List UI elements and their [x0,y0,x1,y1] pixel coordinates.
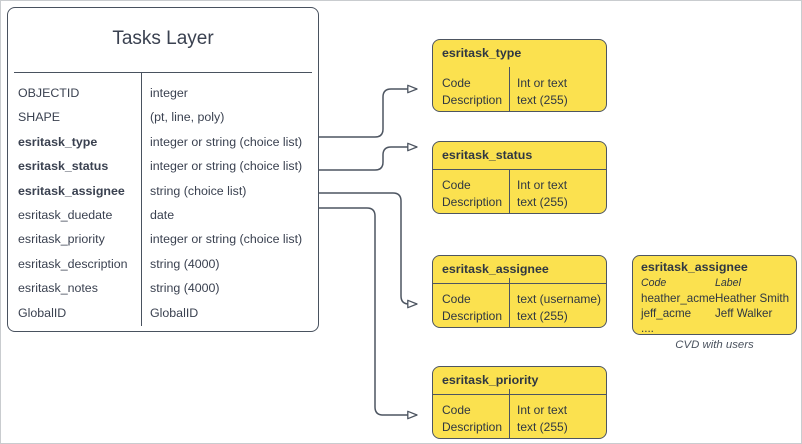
cvd-row: jeff_acme Jeff Walker [641,307,792,322]
domain-right-column: text (username) text (255) [517,292,602,323]
table-row: GlobalID GlobalID [8,306,318,330]
domain-column-divider [509,67,510,111]
cvd-col-header-label: Label [715,277,741,289]
domain-right-column: Int or text text (255) [517,178,568,209]
field-type: string (choice list) [150,183,247,198]
domain-right-column: Int or text text (255) [517,76,568,107]
domain-left-column: Code Description [442,76,503,107]
table-row: esritask_duedate date [8,208,318,232]
domain-title: esritask_priority [442,373,539,387]
cvd-row: .... [641,322,792,337]
field-name: esritask_type [18,134,98,149]
domain-right-column: Int or text text (255) [517,403,568,434]
field-type: string (4000) [150,256,220,271]
field-name: esritask_description [18,256,128,271]
domain-column-divider [509,278,510,327]
field-type: (pt, line, poly) [150,110,225,125]
domain-header-divider [433,283,606,284]
field-type: integer or string (choice list) [150,134,303,149]
domain-title: esritask_assignee [442,262,549,276]
page-title: Tasks Layer [112,28,214,49]
cvd-header-row: Code Label [641,277,792,292]
connector-type [319,84,418,138]
field-type: integer or string (choice list) [150,159,303,174]
cvd-caption: CVD with users [675,339,754,351]
field-name: esritask_notes [18,281,98,296]
table-row: esritask_type integer or string (choice l… [8,135,318,159]
field-name: esritask_duedate [18,207,113,222]
table-row: esritask_assignee string (choice list) [8,184,318,208]
domain-box-esritask-priority: esritask_priority Code Description Int o… [432,366,607,439]
field-type: string (4000) [150,281,220,296]
connector-assignee [319,192,418,309]
table-row: esritask_description string (4000) [8,257,318,281]
cvd-code: .... [641,322,654,335]
domain-left-column: Code Description [442,403,503,434]
field-type: GlobalID [150,305,199,320]
domain-box-esritask-type: esritask_type Code Description Int or te… [432,39,607,112]
cvd-col-header-code: Code [641,277,667,289]
table-row: OBJECTID integer [8,86,318,110]
field-type: integer [150,86,188,100]
field-type: date [150,207,175,222]
table-row: SHAPE (pt, line, poly) [8,110,318,134]
domain-title: esritask_type [442,46,522,60]
table-row: esritask_priority integer or string (choi… [8,232,318,256]
cvd-code: jeff_acme [641,307,692,320]
domain-header-divider [433,169,606,170]
cvd-code: heather_acme [641,292,716,305]
domain-box-esritask-assignee: esritask_assignee Code Description text … [432,255,607,328]
field-type: integer or string (choice list) [150,232,303,247]
domain-column-divider [509,169,510,213]
entity-column-divider [141,72,142,326]
field-name: esritask_assignee [18,183,125,198]
connector-priority [319,207,418,420]
field-name: esritask_status [18,159,109,174]
field-name: OBJECTID [18,86,80,100]
field-name: GlobalID [18,305,67,320]
domain-left-column: Code Description [442,292,503,323]
table-row: esritask_status integer or string (choice… [8,159,318,183]
domain-left-column: Code Description [442,178,503,209]
domain-header-divider [433,394,606,395]
domain-title: esritask_status [442,148,533,162]
cvd-label: Jeff Walker [715,307,773,320]
table-row: esritask_notes string (4000) [8,281,318,305]
field-name: esritask_priority [18,232,105,247]
field-name: SHAPE [18,110,61,125]
domain-box-esritask-status: esritask_status Code Description Int or … [432,141,607,214]
cvd-title: esritask_assignee [641,260,748,274]
cvd-label: Heather Smith [715,292,790,305]
connector-status [319,142,418,171]
entity-header-divider [14,72,312,73]
domain-column-divider [509,389,510,438]
